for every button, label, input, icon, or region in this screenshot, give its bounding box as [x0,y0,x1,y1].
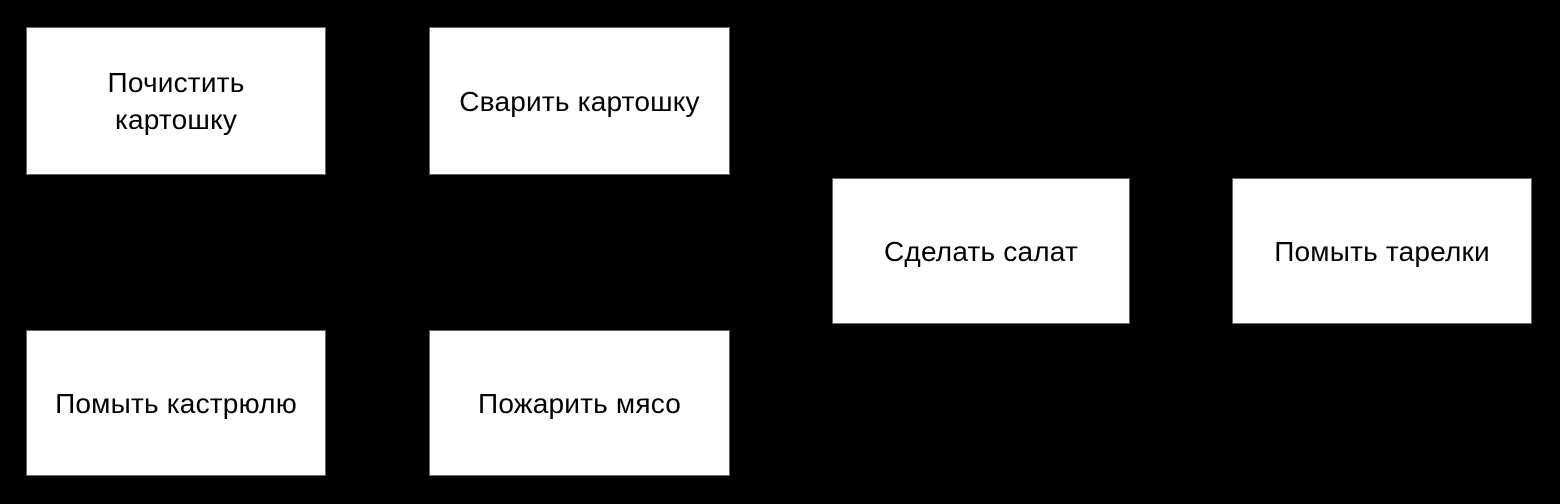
task-node-label: Помыть тарелки [1274,235,1490,267]
task-node-boil-potatoes[interactable]: Сварить картошку [429,27,730,175]
task-node-peel-potatoes[interactable]: Почистить картошку [26,27,326,175]
task-node-label: Пожарить мясо [478,387,681,419]
task-node-wash-pot[interactable]: Помыть кастрюлю [26,330,326,476]
task-node-label: Почистить картошку [107,67,245,135]
task-node-label: Сварить картошку [459,85,700,117]
task-node-wash-plates[interactable]: Помыть тарелки [1232,178,1532,324]
task-node-make-salad[interactable]: Сделать салат [832,178,1130,324]
task-node-label: Помыть кастрюлю [55,387,297,419]
task-node-fry-meat[interactable]: Пожарить мясо [429,330,730,476]
task-node-label: Сделать салат [884,235,1078,267]
